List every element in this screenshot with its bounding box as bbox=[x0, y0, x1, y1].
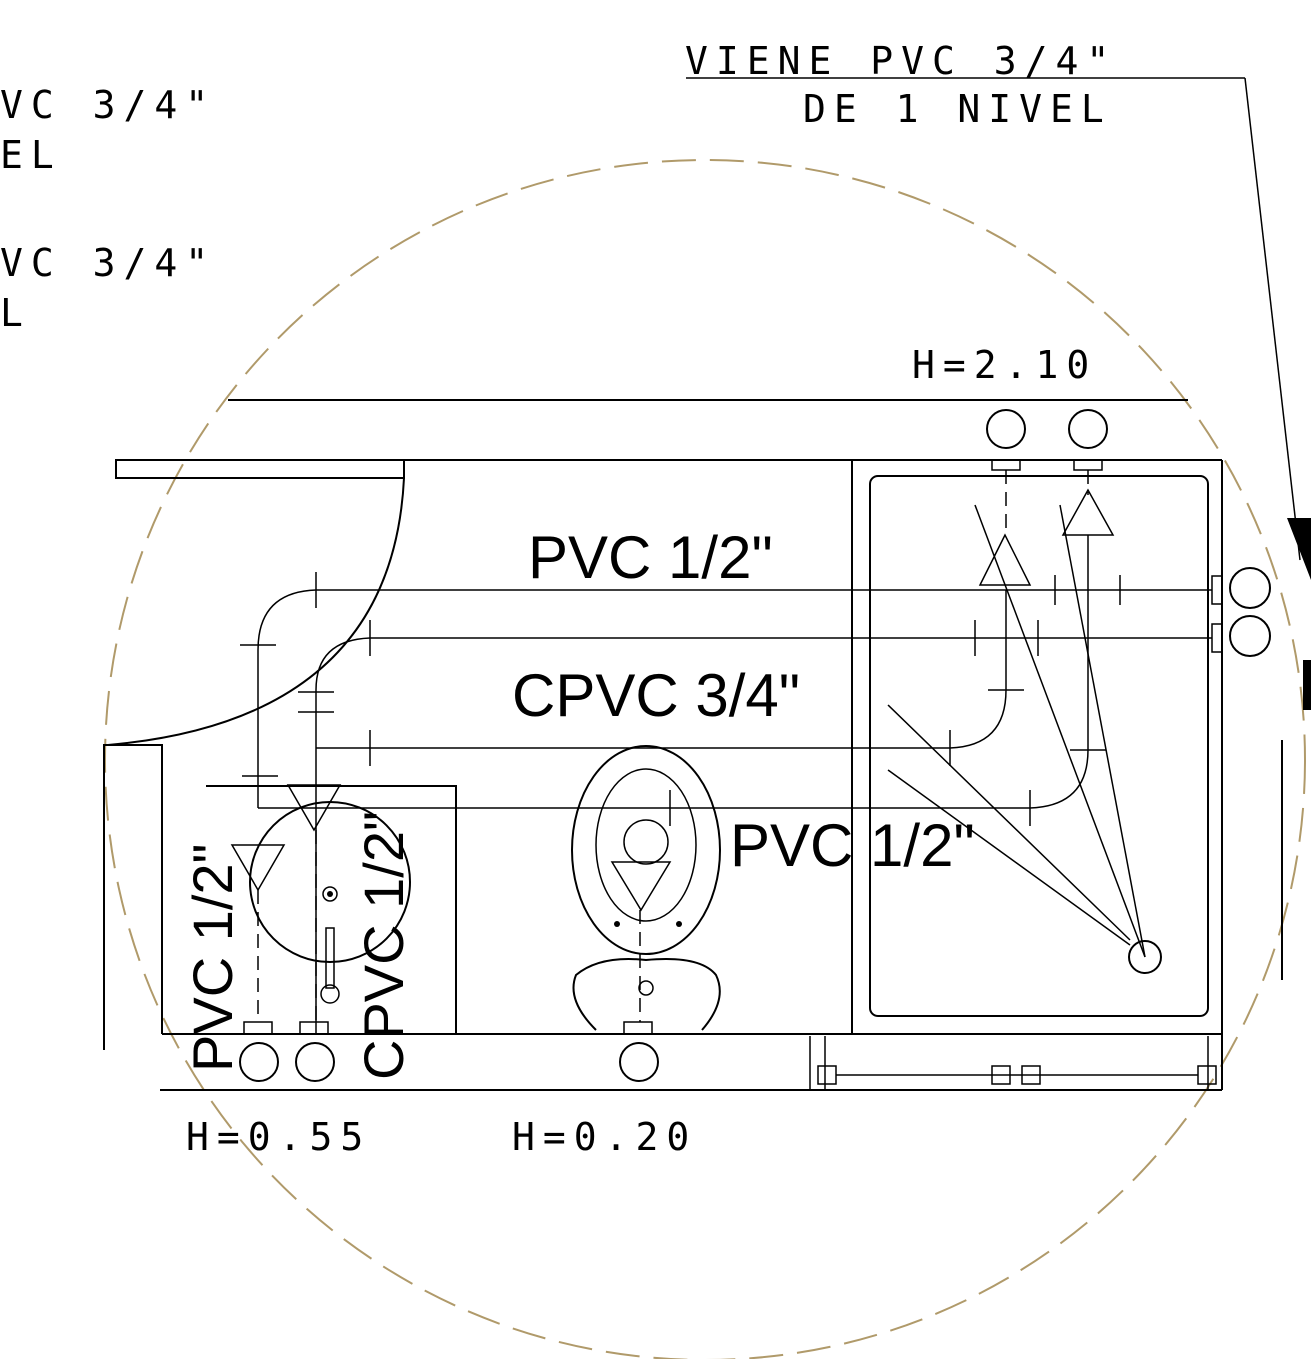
toilet bbox=[571, 745, 721, 1082]
pipe-pvc-top bbox=[240, 572, 1212, 808]
right-outlets bbox=[1211, 567, 1271, 657]
note-left-a-line1: VC 3/4" bbox=[0, 83, 216, 127]
pipe-label-top: PVC 1/2" bbox=[528, 524, 773, 591]
pipe-pvc-lower bbox=[258, 535, 1106, 826]
note-left-b-line2: L bbox=[0, 291, 31, 335]
note-left-a-line2: EL bbox=[0, 133, 62, 177]
shower-supply bbox=[986, 409, 1108, 535]
height-toilet: H=0.20 bbox=[512, 1115, 697, 1159]
lavatory bbox=[206, 784, 457, 1082]
pipe-cpvc-middle bbox=[298, 620, 1212, 1034]
note-left-b-line1: VC 3/4" bbox=[0, 241, 216, 285]
pipe-label-vertical-right: CPVC 1/2" bbox=[352, 811, 415, 1080]
pipe-label-right: PVC 1/2" bbox=[730, 812, 975, 879]
detail-circle bbox=[104, 159, 1306, 1359]
pipe-label-vertical-left: PVC 1/2" bbox=[181, 844, 244, 1072]
height-shower: H=2.10 bbox=[912, 343, 1097, 387]
labels: VIENE PVC 3/4" DE 1 NIVEL VC 3/4" EL VC … bbox=[0, 39, 1117, 1159]
shower-tray bbox=[851, 460, 1209, 1034]
note-top-right-line2: DE 1 NIVEL bbox=[803, 87, 1112, 131]
shower-door bbox=[809, 1036, 1217, 1090]
pipe-label-middle: CPVC 3/4" bbox=[512, 662, 800, 729]
note-top-right-line1: VIENE PVC 3/4" bbox=[685, 39, 1117, 83]
leader-arrow bbox=[686, 77, 1311, 710]
height-lavatory: H=0.55 bbox=[186, 1115, 371, 1159]
